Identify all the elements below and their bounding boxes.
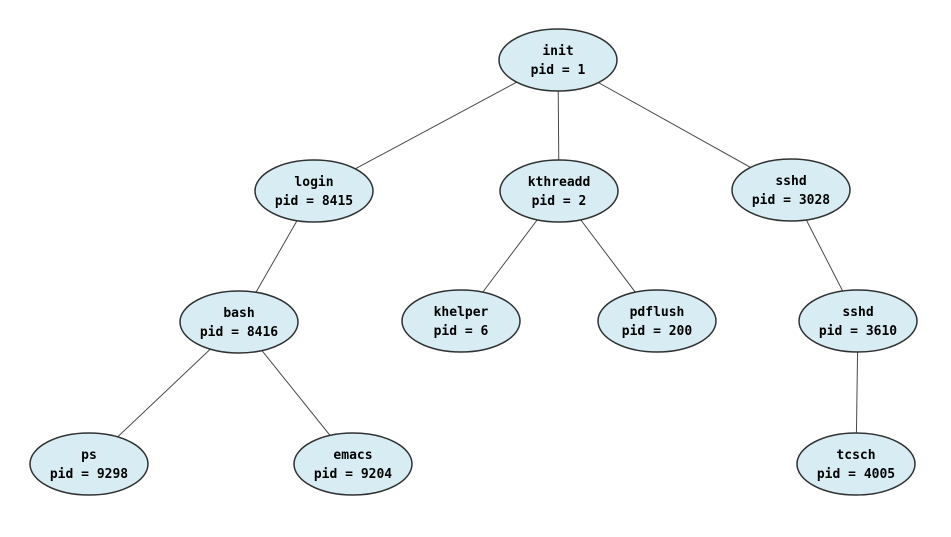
process-ellipse-login bbox=[254, 159, 374, 223]
process-ellipse-sshd-3610 bbox=[798, 289, 918, 353]
process-pid-label: pid = 3028 bbox=[752, 193, 830, 208]
process-pid-label: pid = 8415 bbox=[275, 194, 353, 209]
process-name-label: bash bbox=[223, 306, 254, 321]
process-pid-label: pid = 200 bbox=[622, 324, 693, 339]
process-ellipse-bash bbox=[179, 290, 299, 354]
process-node-pdflush: pdflush pid = 200 bbox=[597, 289, 717, 353]
process-node-bash: bash pid = 8416 bbox=[179, 290, 299, 354]
process-node-kthreadd: kthreadd pid = 2 bbox=[499, 159, 619, 223]
process-name-label: init bbox=[542, 44, 573, 59]
process-ellipse-khelper bbox=[401, 289, 521, 353]
edges-layer bbox=[88, 59, 859, 465]
process-node-tcsch: tcsch pid = 4005 bbox=[796, 432, 916, 496]
process-name-label: kthreadd bbox=[528, 175, 591, 190]
process-pid-label: pid = 1 bbox=[531, 63, 586, 78]
process-node-sshd-3028: sshd pid = 3028 bbox=[731, 158, 851, 222]
process-node-init: init pid = 1 bbox=[498, 28, 618, 92]
process-ellipse-tcsch bbox=[796, 432, 916, 496]
nodes-layer: init pid = 1 login pid = 8415 kthreadd pid = … bbox=[29, 28, 918, 496]
process-pid-label: pid = 6 bbox=[434, 324, 489, 339]
process-node-login: login pid = 8415 bbox=[254, 159, 374, 223]
process-name-label: tcsch bbox=[836, 448, 875, 463]
process-pid-label: pid = 2 bbox=[532, 194, 587, 209]
process-node-emacs: emacs pid = 9204 bbox=[293, 432, 413, 496]
process-ellipse-kthreadd bbox=[499, 159, 619, 223]
process-node-sshd-3610: sshd pid = 3610 bbox=[798, 289, 918, 353]
process-name-label: emacs bbox=[333, 448, 372, 463]
process-name-label: login bbox=[294, 175, 333, 190]
process-pid-label: pid = 9298 bbox=[50, 467, 128, 482]
process-name-label: khelper bbox=[434, 305, 489, 320]
process-ellipse-ps bbox=[29, 432, 149, 496]
process-pid-label: pid = 9204 bbox=[314, 467, 392, 482]
process-node-ps: ps pid = 9298 bbox=[29, 432, 149, 496]
process-name-label: pdflush bbox=[630, 305, 685, 320]
process-pid-label: pid = 8416 bbox=[200, 325, 278, 340]
process-pid-label: pid = 4005 bbox=[817, 467, 895, 482]
process-ellipse-pdflush bbox=[597, 289, 717, 353]
process-name-label: ps bbox=[81, 448, 97, 463]
process-name-label: sshd bbox=[775, 174, 806, 189]
process-name-label: sshd bbox=[842, 305, 873, 320]
process-ellipse-init bbox=[498, 28, 618, 92]
process-ellipse-emacs bbox=[293, 432, 413, 496]
process-node-khelper: khelper pid = 6 bbox=[401, 289, 521, 353]
process-pid-label: pid = 3610 bbox=[819, 324, 897, 339]
process-ellipse-sshd-3028 bbox=[731, 158, 851, 222]
